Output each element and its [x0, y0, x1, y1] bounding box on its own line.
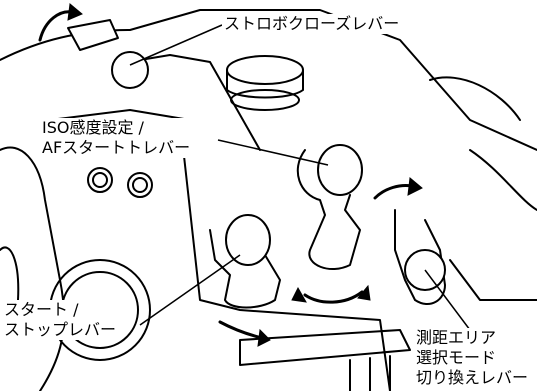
- iso-af-lever: [296, 149, 361, 270]
- label-start-stop-line-1: スタート /: [4, 300, 79, 319]
- strobe-lever-knob: [111, 51, 149, 89]
- label-start-stop-line-2: ストップレバー: [4, 320, 117, 339]
- strobe-lever-shape: [67, 19, 119, 51]
- start-stop-knob: [225, 214, 271, 266]
- label-af-mode-switch-lever: 測距エリア 選択モード 切り換えレバー: [414, 328, 531, 388]
- label-iso-af-start-lever: ISO感度設定 / AFスタートトレバー: [40, 118, 193, 158]
- label-start-stop-lever: スタート / ストップレバー: [2, 300, 119, 340]
- left-button-1: [87, 167, 113, 193]
- housing-panel: [179, 119, 391, 391]
- af-lever-arrow: [373, 184, 414, 200]
- left-button-2: [127, 172, 153, 198]
- start-stop-double-arrow: [303, 290, 364, 304]
- leader-af-mode: [424, 269, 471, 331]
- leader-strobe: [129, 24, 223, 66]
- start-stop-lever: [209, 229, 281, 309]
- lower-arrow: [218, 320, 264, 340]
- label-strobe-line: ストロボクローズレバー: [224, 14, 400, 33]
- label-af-line-3: 切り換えレバー: [416, 368, 529, 387]
- label-af-line-1: 測距エリア: [416, 328, 497, 347]
- housing-left-body: [0, 146, 65, 391]
- label-strobe-close-lever: ストロボクローズレバー: [222, 14, 402, 34]
- label-iso-line-1: ISO感度設定 /: [42, 118, 144, 137]
- label-iso-line-2: AFスタートトレバー: [42, 138, 191, 157]
- iso-af-knob: [317, 144, 363, 196]
- label-af-line-2: 選択モード: [416, 348, 497, 367]
- leader-start-stop: [139, 254, 241, 326]
- leader-iso: [217, 139, 329, 166]
- af-mode-lever: [394, 209, 446, 305]
- top-dial: [226, 55, 304, 85]
